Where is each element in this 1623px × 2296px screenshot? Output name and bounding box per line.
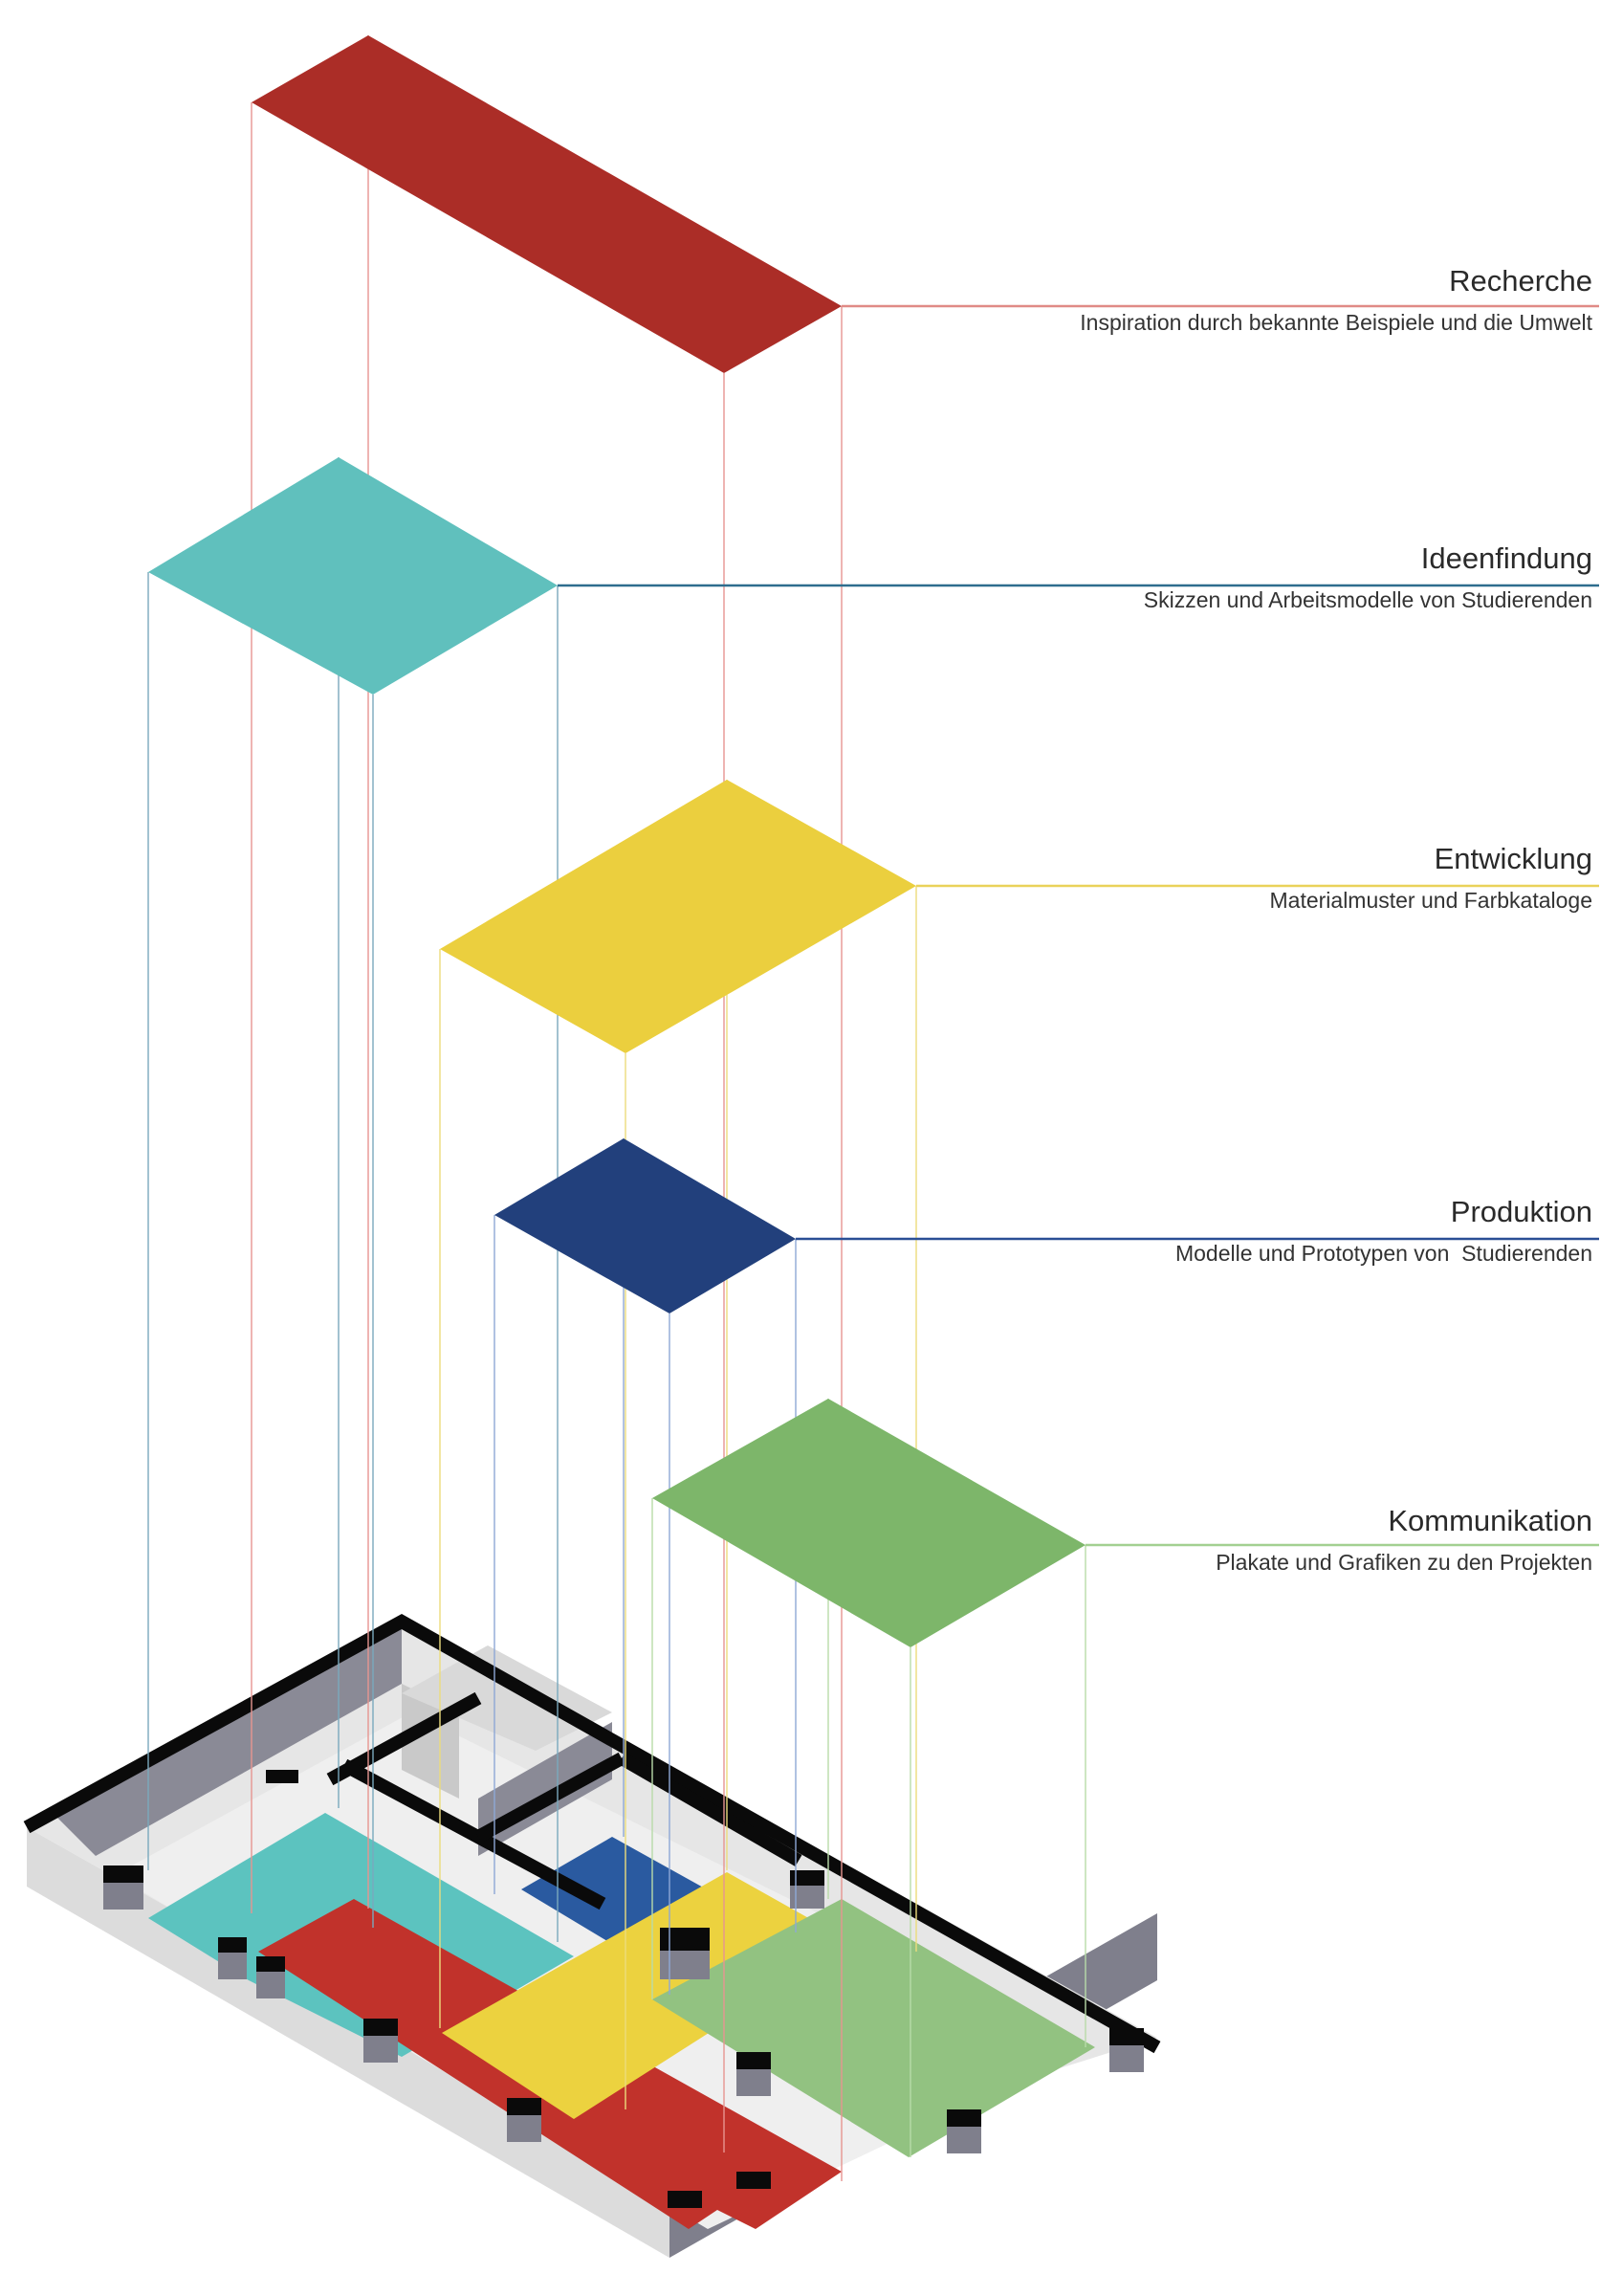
column	[947, 2109, 981, 2127]
legend-subtitle: Modelle und Prototypen von Studierenden	[1174, 1241, 1592, 1266]
legend-kommunikation: Kommunikation Plakate und Grafiken zu de…	[1216, 1505, 1592, 1576]
column	[507, 2098, 541, 2115]
floor-plan	[23, 1613, 1161, 2258]
legend-title: Produktion	[1450, 1195, 1592, 1228]
floor-zone-green	[652, 1899, 1095, 2157]
legend-subtitle: Inspiration durch bekannte Beispiele und…	[1080, 310, 1592, 335]
projection-lines	[147, 35, 1086, 2181]
legend-title: Ideenfindung	[1420, 541, 1592, 575]
column	[218, 1937, 247, 1953]
column-face	[1109, 2045, 1144, 2072]
column-faces	[103, 1883, 1144, 2153]
column-face	[736, 2069, 771, 2096]
column	[790, 1870, 824, 1886]
legend-ideenfindung: Ideenfindung Skizzen und Arbeitsmodelle …	[1144, 542, 1592, 613]
legend-produktion: Produktion Modelle und Prototypen von St…	[1175, 1196, 1592, 1267]
legend-entwicklung: Entwicklung Materialmuster und Farbkatal…	[1270, 843, 1593, 914]
room-floor-back	[402, 1645, 612, 1751]
column	[1109, 2028, 1144, 2045]
column	[736, 2172, 771, 2189]
column	[103, 1866, 143, 1883]
column-face	[363, 2036, 398, 2063]
column	[256, 1956, 285, 1972]
plane-recherche	[252, 35, 842, 373]
column-face	[103, 1883, 143, 1910]
floor-zone-yellow	[442, 1872, 851, 2119]
projection-lines-ideenfindung	[147, 457, 559, 1942]
column-face	[218, 1953, 247, 1979]
legend-subtitle: Plakate und Grafiken zu den Projekten	[1216, 1550, 1592, 1575]
wall-face-back	[57, 1626, 402, 1856]
column-face	[947, 2127, 981, 2153]
wall-top-b	[340, 1758, 606, 1910]
legend-subtitle: Materialmuster und Farbkataloge	[1269, 888, 1593, 913]
plane-entwicklung	[440, 780, 916, 1053]
legend-title: Entwicklung	[1434, 842, 1592, 875]
column	[266, 1770, 298, 1783]
leader-lines	[558, 304, 1599, 1547]
plane-kommunikation	[652, 1399, 1086, 1647]
wall-top-c	[474, 1752, 625, 1843]
column	[736, 2052, 771, 2069]
outer-wall-top	[23, 1613, 1161, 2054]
column	[660, 1928, 710, 1951]
plane-produktion	[494, 1138, 796, 1314]
projection-lines-recherche	[251, 35, 843, 2181]
wall-top-d	[618, 1752, 802, 1867]
column-face	[256, 1972, 285, 1998]
column	[668, 2191, 702, 2208]
wall-tops	[23, 1613, 1161, 2054]
plane-ideenfindung	[148, 457, 558, 695]
column	[363, 2019, 398, 2036]
legend-recherche: Recherche Inspiration durch bekannte Bei…	[1080, 265, 1592, 336]
legend-title: Kommunikation	[1388, 1504, 1592, 1537]
column-face	[507, 2115, 541, 2142]
columns	[103, 1770, 1144, 2208]
layer-planes	[148, 35, 1086, 1647]
legend-subtitle: Skizzen und Arbeitsmodelle von Studieren…	[1143, 587, 1592, 612]
column-face	[660, 1951, 710, 1979]
legend-title: Recherche	[1449, 264, 1592, 298]
